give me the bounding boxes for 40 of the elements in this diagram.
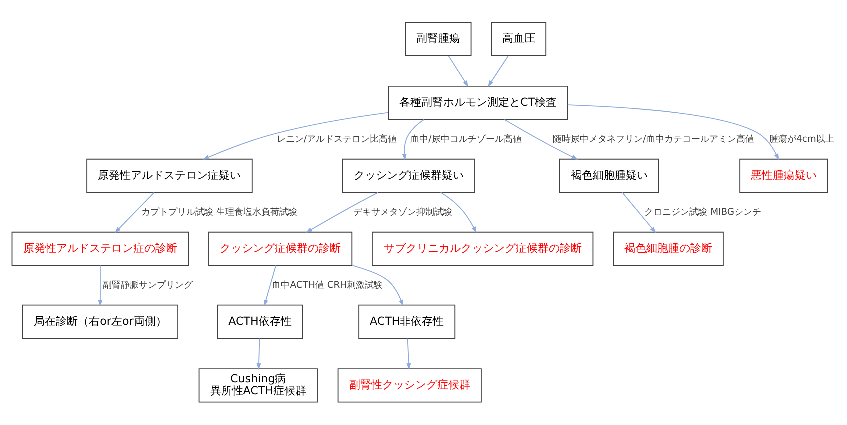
edge-label: 血中ACTH値 CRH刺激試験 xyxy=(272,280,384,291)
arrow xyxy=(306,192,379,234)
arrow xyxy=(256,338,262,370)
node-box: 褐色細胞腫の診断 xyxy=(613,232,724,266)
arrow xyxy=(402,119,425,161)
node-box: ACTH非依存性 xyxy=(358,304,456,340)
node-box: 高血圧 xyxy=(491,22,547,56)
node-box: 各種副腎ホルモン測定とCT検査 xyxy=(388,86,568,120)
arrow xyxy=(202,112,389,160)
arrow xyxy=(567,104,780,160)
arrow xyxy=(440,192,477,234)
node-box: サブクリニカルクッシング症候群の診断 xyxy=(372,232,594,266)
node-box: Cushing病 異所性ACTH症候群 xyxy=(198,368,318,403)
node-box: クッシング症候群疑い xyxy=(342,158,476,194)
arrow xyxy=(264,265,277,307)
arrow xyxy=(622,192,656,234)
arrow xyxy=(352,265,404,306)
edge-label: クロニジン試験 MIBGシンチ xyxy=(644,206,762,218)
edge-label: 血中/尿中コルチゾール高値 xyxy=(410,134,522,145)
edge-label: カプトプリル試験 生理食塩水負荷試験 xyxy=(142,206,298,218)
arrow xyxy=(448,56,469,88)
edge-label: レニン/アルドステロン比高値 xyxy=(276,134,397,145)
arrow xyxy=(504,119,578,160)
edge-label: 副腎静脈サンプリング xyxy=(103,280,194,291)
edge-label: デキサメタゾン抑制試験 xyxy=(353,206,452,218)
node-box: 原発性アルドステロン症の診断 xyxy=(12,232,190,266)
arrow xyxy=(488,56,509,88)
node-box: 副腎腫瘍 xyxy=(405,22,472,56)
arrow xyxy=(114,192,155,234)
node-box: 副腎性クッシング症候群 xyxy=(338,368,482,403)
arrow xyxy=(406,338,412,370)
node-box: 局在診断（右or左or両側） xyxy=(22,304,178,340)
edge-label: 腫瘍が4cm以上 xyxy=(769,134,834,145)
edge-label: 随時尿中メタネフリン/血中カテコールアミン高値 xyxy=(553,134,754,145)
node-box: ACTH依存性 xyxy=(217,304,304,340)
arrow xyxy=(98,265,103,307)
node-box: クッシング症候群の診断 xyxy=(208,232,353,266)
node-box: 原発性アルドステロン症疑い xyxy=(86,158,253,194)
node-box: 褐色細胞腫疑い xyxy=(560,158,660,194)
node-box: 悪性腫瘍疑い xyxy=(740,158,828,194)
